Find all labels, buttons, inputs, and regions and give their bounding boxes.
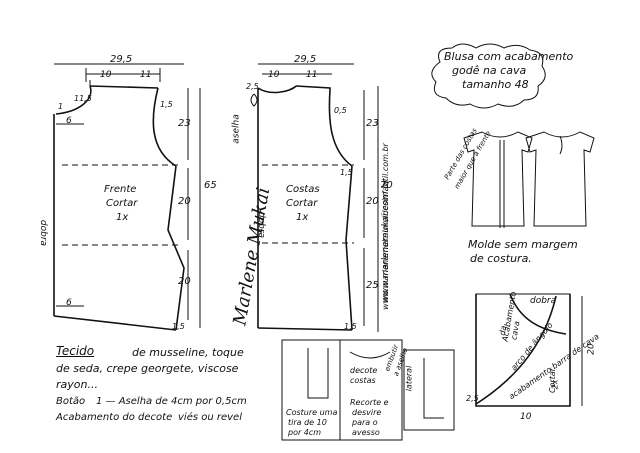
front-shoulder-drop-label: 1,5 bbox=[160, 100, 173, 109]
detail-box-neck bbox=[281, 339, 403, 441]
back-loop-label: aselha bbox=[231, 114, 242, 144]
back-loop bbox=[250, 93, 258, 107]
button-label: Botão bbox=[56, 396, 86, 407]
stitch-line-3: por 4cm bbox=[288, 428, 322, 437]
title-line-1: Blusa com acabamento bbox=[444, 50, 574, 63]
front-bottom-label: 6 bbox=[66, 298, 72, 308]
title-line-3: tamanho 48 bbox=[462, 78, 529, 91]
back-hem-label: 1,5 bbox=[344, 322, 357, 331]
front-total-length-label: 65 bbox=[204, 180, 217, 191]
finish-label: Acabamento do decote bbox=[56, 412, 173, 423]
detail-lateral-sketch bbox=[423, 358, 444, 419]
front-hem-label: 1,5 bbox=[172, 322, 185, 331]
back-shoulder-drop-label: 0,5 bbox=[334, 106, 347, 115]
photo-caption-line-1: Molde sem margem bbox=[468, 238, 578, 251]
finish-value: viés ou revel bbox=[178, 412, 242, 423]
lateral-label: lateral bbox=[404, 365, 414, 392]
cut-text-line-3: para o bbox=[352, 418, 378, 427]
cut-text-line-4: avesso bbox=[352, 428, 380, 437]
godet-bottom-dim-label: 10 bbox=[520, 412, 532, 422]
godet-outer-arc bbox=[509, 293, 567, 335]
neck-label-line-1: decote bbox=[350, 366, 378, 375]
fabric-label: Tecido bbox=[56, 344, 95, 358]
stitch-line-1: Costure uma bbox=[286, 408, 338, 417]
fabric-line-2: de seda, crepe georgete, viscose bbox=[56, 362, 239, 375]
front-hem bbox=[53, 315, 177, 331]
fabric-line-1: de musseline, toque bbox=[132, 346, 244, 359]
blouse-back-slit bbox=[559, 135, 563, 155]
back-top-right-label: 11 bbox=[306, 70, 318, 80]
blouse-back-sketch bbox=[525, 131, 595, 227]
back-cut-label: Cortar bbox=[286, 198, 318, 209]
blouse-sketch bbox=[463, 131, 595, 228]
title-cloud bbox=[431, 43, 546, 109]
back-piece-name: Costas bbox=[286, 184, 320, 195]
site-line-2: www.marlenemukaimoldesinfantil.com.br bbox=[380, 143, 390, 310]
front-fold-label: dobra bbox=[38, 219, 49, 247]
back-cut-qty: 1x bbox=[296, 212, 309, 223]
button-value: 1 — Aselha de 4cm por 0,5cm bbox=[96, 396, 247, 407]
front-top-right-label: 11 bbox=[140, 70, 152, 80]
title-line-2: godê na cava bbox=[452, 64, 527, 77]
detail-strip-sketch bbox=[307, 348, 329, 399]
blouse-front-sketch bbox=[463, 131, 533, 227]
cut-text-line-1: Recorte e bbox=[350, 398, 389, 407]
back-shoulder bbox=[295, 85, 331, 90]
back-piece bbox=[250, 63, 379, 332]
back-side-seam bbox=[345, 165, 353, 331]
godet-finish-line-2: da bbox=[497, 324, 509, 337]
detail-box-lateral bbox=[403, 349, 455, 431]
detail-neck-curve bbox=[349, 351, 391, 359]
back-lower-label: 25 bbox=[366, 280, 379, 291]
front-side-seam bbox=[167, 165, 185, 331]
godet-outline bbox=[475, 294, 571, 407]
front-piece bbox=[53, 63, 201, 331]
front-width-label: 29,5 bbox=[110, 54, 133, 65]
photo-caption-line-2: de costura. bbox=[470, 252, 532, 265]
godet-piece bbox=[475, 293, 583, 407]
front-left-neck-label: 1 bbox=[58, 102, 64, 111]
front-shoulder bbox=[89, 85, 159, 89]
stitch-line-2: tira de 10 bbox=[288, 418, 327, 427]
godet-side-label: 2,5 bbox=[466, 394, 479, 403]
fabric-line-3: rayon... bbox=[56, 378, 98, 391]
front-neck-drop-label: 11,5 bbox=[74, 94, 92, 103]
back-top-left-label: 10 bbox=[268, 70, 280, 80]
front-hip-label: 20 bbox=[178, 276, 191, 287]
front-top-left-label: 10 bbox=[100, 70, 112, 80]
front-cut-qty: 1x bbox=[116, 212, 129, 223]
back-total-length-label: 70 bbox=[380, 180, 393, 191]
front-armhole bbox=[152, 87, 177, 167]
cut-text-line-2: desvire bbox=[352, 408, 382, 417]
godet-height-label: 20 bbox=[586, 343, 597, 355]
detail-boxes bbox=[281, 339, 455, 441]
back-width-label: 29,5 bbox=[294, 54, 317, 65]
neck-label-line-2: costas bbox=[350, 376, 376, 385]
godet-inner-arc bbox=[475, 295, 557, 405]
back-hem bbox=[257, 327, 353, 331]
front-mid-label: 20 bbox=[178, 196, 191, 207]
godet-fold-label: dobra bbox=[530, 296, 557, 306]
back-armhole-label: 23 bbox=[366, 118, 379, 129]
back-armhole bbox=[328, 89, 353, 167]
back-mid-label: 20 bbox=[366, 196, 379, 207]
back-neck-drop-label: 2,5 bbox=[246, 82, 259, 91]
front-armhole-label: 23 bbox=[178, 118, 191, 129]
godet-cut-line-2: 2x bbox=[550, 379, 560, 390]
back-neckline bbox=[257, 85, 297, 94]
front-neckline bbox=[55, 85, 92, 115]
back-side-top-label: 1,5 bbox=[340, 168, 353, 177]
front-side-top-label: 6 bbox=[66, 116, 72, 126]
front-piece-name: Frente bbox=[104, 184, 137, 195]
front-cut-label: Cortar bbox=[106, 198, 138, 209]
